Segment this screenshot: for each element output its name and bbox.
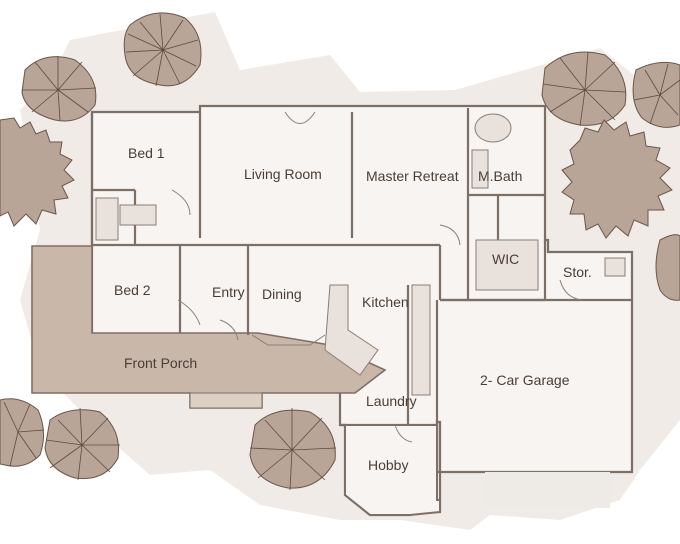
label-bed-2: Bed 2 [114, 282, 151, 298]
house [31, 104, 634, 517]
bath-tub-bed1 [95, 197, 119, 241]
label-hobby: Hobby [368, 457, 408, 473]
label-living-room: Living Room [244, 166, 322, 182]
tree-left-spiky [0, 117, 75, 227]
tree-bottom-left-1 [0, 398, 45, 467]
vanity-master [471, 149, 489, 189]
dining-bay [251, 334, 326, 346]
label-master-bath: M.Bath [478, 168, 522, 184]
label-dining: Dining [262, 286, 302, 302]
tree-right-lower [655, 234, 680, 301]
label-entry: Entry [212, 284, 245, 300]
tree-bottom-left-2 [44, 407, 120, 481]
tub-master [474, 113, 512, 143]
bath-vanity-bed1 [119, 204, 157, 226]
label-laundry: Laundry [366, 393, 417, 409]
tree-far-right [632, 61, 680, 128]
label-bed-1: Bed 1 [128, 145, 165, 161]
door-swings [171, 111, 583, 443]
tree-top-left [123, 12, 202, 87]
tree-right-spiky [561, 119, 673, 239]
kitchen-counter [411, 284, 431, 396]
label-storage: Stor. [563, 264, 592, 280]
label-kitchen: Kitchen [362, 294, 409, 310]
label-wic: WIC [492, 251, 519, 267]
water-heater [604, 257, 626, 277]
label-garage: 2- Car Garage [480, 372, 570, 388]
tree-top-right [541, 51, 627, 127]
label-front-porch: Front Porch [124, 355, 197, 371]
wic-shelves [475, 239, 539, 291]
kitchen-island [324, 284, 379, 376]
porch-step [189, 392, 263, 409]
tree-bottom-center [249, 408, 337, 491]
garage-driveway-edge [485, 472, 610, 508]
tree-left-upper [21, 56, 97, 122]
label-master-retreat: Master Retreat [366, 168, 459, 184]
hobby-bay [344, 424, 441, 516]
